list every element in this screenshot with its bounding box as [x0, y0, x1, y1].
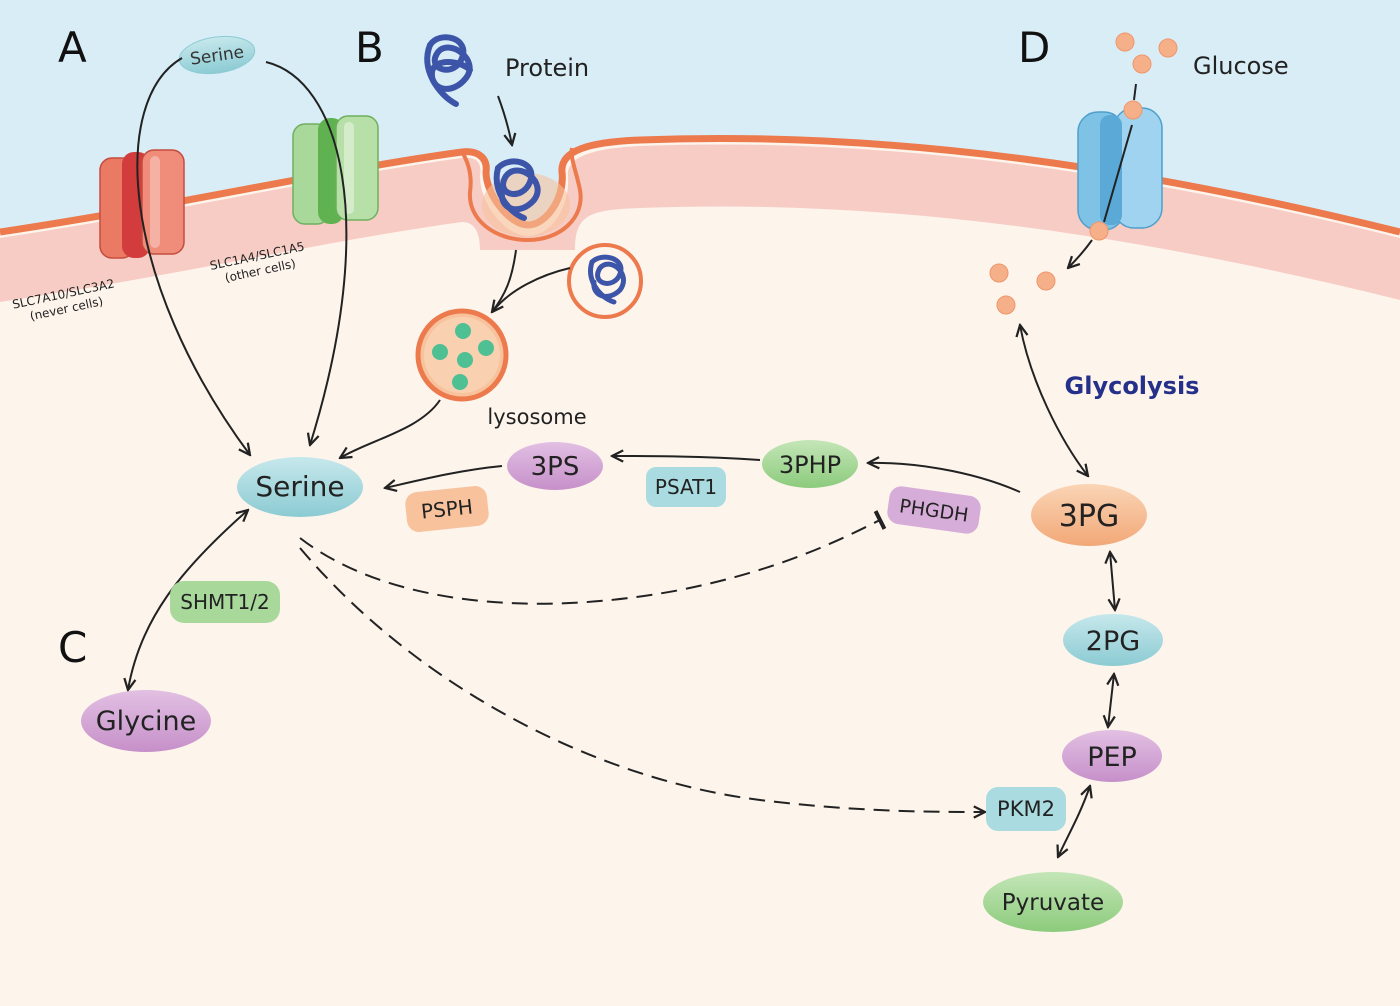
panel-label-d: D — [1018, 23, 1050, 72]
2pg-label: 2PG — [1086, 626, 1140, 657]
glycolysis-label: Glycolysis — [1065, 372, 1200, 400]
phgdh-enzyme: PHGDH — [887, 486, 981, 534]
3ps-label: 3PS — [531, 452, 580, 482]
shmt-label: SHMT1/2 — [180, 590, 269, 614]
3ps-node: 3PS — [507, 442, 603, 490]
panel-label-c: C — [58, 623, 87, 672]
arrow-serine-via-slc7a10 — [136, 57, 250, 455]
inhibition-serine-phgdh — [299, 510, 887, 605]
protein-icon — [424, 34, 473, 107]
arrow-3pg-to-3php — [868, 463, 1021, 493]
arrow-serine-via-slc1a4 — [265, 61, 348, 445]
pyruvate-node: Pyruvate — [983, 872, 1123, 932]
psph-enzyme: PSPH — [405, 486, 489, 532]
panel-label-b: B — [355, 23, 384, 72]
endocytic-vesicle-icon — [567, 243, 643, 319]
serine-node: Serine — [237, 457, 363, 517]
arrow-glucose-in — [1068, 239, 1093, 268]
arrow-pep-pyruvate — [1058, 786, 1090, 857]
arrow-3pg-2pg — [1110, 552, 1115, 610]
pyruvate-label: Pyruvate — [1002, 890, 1104, 916]
panel-label-a: A — [58, 23, 87, 72]
arrow-serine-glycine — [128, 510, 248, 690]
arrow-protein-endocytosis — [497, 95, 512, 145]
lysosome-label: lysosome — [487, 405, 586, 429]
serine-label: Serine — [255, 470, 344, 503]
shmt-enzyme: SHMT1/2 — [170, 581, 280, 623]
glycine-node: Glycine — [81, 690, 211, 752]
arrow-lysosome-to-serine — [340, 399, 441, 458]
3pg-node: 3PG — [1031, 484, 1147, 546]
glucose-molecules-icon — [989, 32, 1178, 315]
pep-node: PEP — [1062, 730, 1162, 782]
psph-label: PSPH — [420, 494, 474, 523]
glucose-label: Glucose — [1193, 52, 1289, 80]
arrow-3php-to-3ps — [612, 456, 761, 460]
lysosome-icon — [415, 308, 509, 402]
endocytic-pit — [460, 147, 583, 243]
psat1-enzyme: PSAT1 — [646, 467, 726, 507]
pkm2-enzyme: PKM2 — [986, 787, 1066, 831]
3pg-label: 3PG — [1059, 499, 1119, 534]
psat1-label: PSAT1 — [655, 475, 717, 499]
protein-label: Protein — [505, 54, 589, 82]
slc7a10-transporter-icon — [99, 149, 185, 259]
arrow-3ps-to-serine — [385, 465, 503, 488]
endocytosed-protein-icon — [493, 158, 541, 221]
extracellular-serine-node: Serine — [178, 35, 256, 75]
glucose-transporter-icon — [1077, 107, 1163, 231]
arrow-glycolysis-3pg — [1020, 325, 1088, 476]
3php-label: 3PHP — [779, 451, 841, 479]
pkm2-label: PKM2 — [997, 797, 1055, 821]
arrow-2pg-pep — [1108, 674, 1114, 727]
activation-serine-pkm2 — [299, 547, 985, 812]
3php-node: 3PHP — [762, 440, 858, 488]
slc1a4-transporter-icon — [292, 115, 379, 225]
2pg-node: 2PG — [1063, 614, 1163, 666]
pep-label: PEP — [1087, 742, 1137, 773]
glycine-label: Glycine — [96, 706, 196, 737]
arrow-vesicle-to-lysosome — [493, 267, 571, 311]
